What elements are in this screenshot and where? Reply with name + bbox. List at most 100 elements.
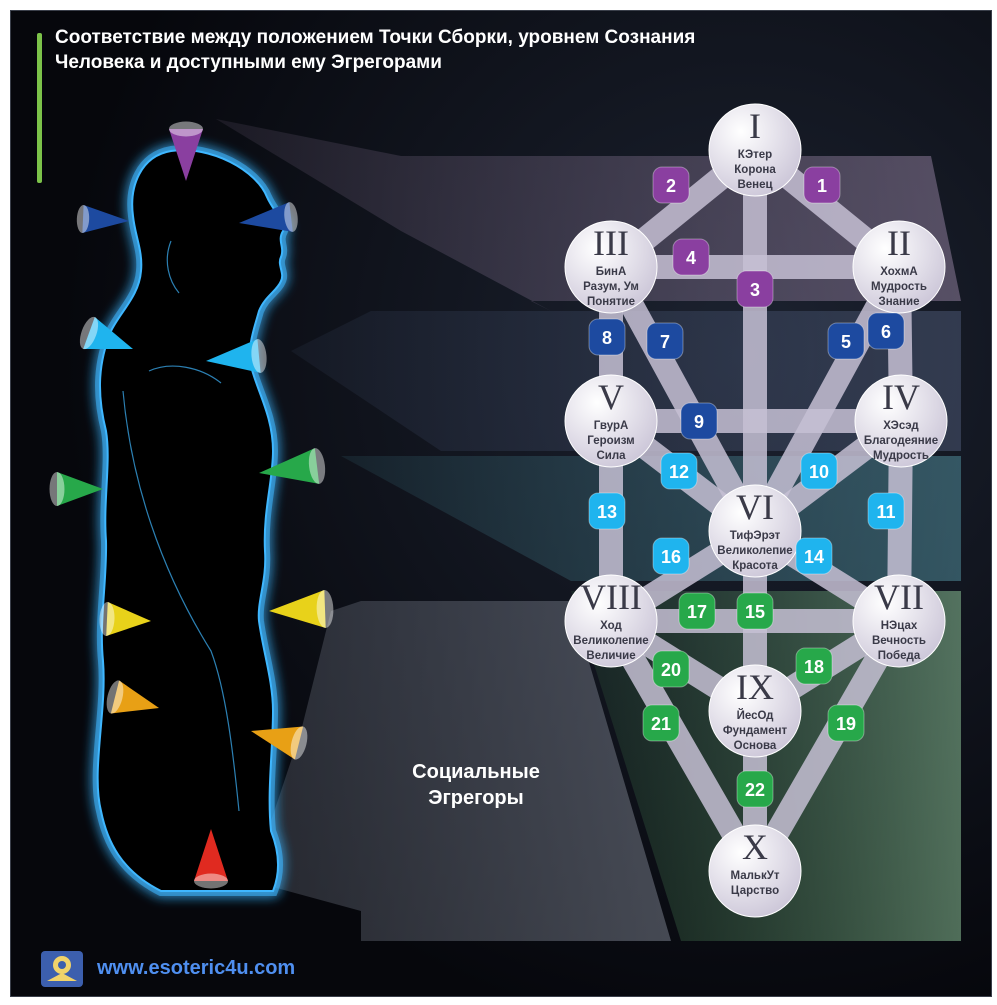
sephira-numeral: X [742,827,768,867]
badge-number: 5 [841,332,851,352]
sephira-text: Понятие [587,296,635,308]
badge-box [652,537,690,575]
badge-box [736,270,774,308]
path-badge-13: 13 [588,492,626,530]
path-badge-22: 22 [736,770,774,808]
sephira-disc [854,374,948,468]
badge-box [827,322,865,360]
sephira-text: Сила [596,450,626,462]
sephira-text: Великолепие [573,635,648,647]
sephira-disc [708,484,802,578]
sephira-text: Победа [878,650,921,662]
sephira-text: Корона [734,164,776,176]
cone-base [194,873,228,889]
path-badge-10: 10 [800,452,838,490]
body-detail-lines [148,240,222,384]
sephira-text: Величие [586,650,635,662]
sephira-text: КЭтер [738,149,772,161]
cone-base [79,316,99,350]
title-line-1: Соответствие между положением Точки Сбор… [55,27,696,48]
badge-number: 16 [661,547,681,567]
sephira-numeral: IX [736,667,774,707]
sephira-disc [852,574,946,668]
badge-box [652,650,690,688]
badge-number: 3 [750,280,760,300]
sacral-back-cone [106,680,159,714]
sephira-disc [708,664,802,758]
path-badge-4: 4 [672,238,710,276]
cone-base [308,448,326,484]
cone-base [49,472,65,506]
badge-number: 19 [836,714,856,734]
arm-outline [122,390,240,812]
cone-base [169,121,203,137]
path-badge-21: 21 [642,704,680,742]
heart-back-cone [49,472,103,506]
badge-number: 9 [694,412,704,432]
sephira-disc [564,574,658,668]
badge-number: 20 [661,660,681,680]
badge-box [588,318,626,356]
sephira-numeral: I [749,106,761,146]
path-badge-19: 19 [827,704,865,742]
sephira-text: НЭцах [881,620,918,632]
badge-box [867,492,905,530]
sephira-text: ЙесОд [737,709,775,722]
sephira-numeral: VIII [580,577,642,617]
social-egregors-label: Социальные Эгрегоры [391,759,561,811]
path-badge-1: 1 [803,166,841,204]
crown-cone [169,121,203,181]
sephira-numeral: III [593,223,629,263]
website-link[interactable]: www.esoteric4u.com [97,957,296,979]
heart-front-cone [259,448,326,484]
sephira-text: Ход [600,620,622,632]
badge-number: 11 [876,502,895,522]
badge-box [795,647,833,685]
sephira-disc [708,103,802,197]
social-label-line-1: Социальные [412,761,540,783]
throat-front-cone [206,339,267,373]
path-badge-14: 14 [795,537,833,575]
path-badge-3: 3 [736,270,774,308]
path-badge-18: 18 [795,647,833,685]
cone-body [194,829,228,881]
badge-number: 12 [669,462,689,482]
path-badge-7: 7 [646,322,684,360]
sephira-text: БинА [596,266,627,278]
path-badge-2: 2 [652,166,690,204]
sacral-front-cone [251,726,308,760]
solar-front-cone [269,590,334,628]
sephira-text: МалькУт [730,870,779,882]
root-cone [194,829,228,889]
sephira-text: Венец [737,179,772,191]
badge-box [646,322,684,360]
badge-number: 22 [745,780,765,800]
sephira-text: ГвурА [594,420,629,432]
badge-box [680,402,718,440]
badge-number: 2 [666,176,676,196]
sephira-numeral: V [598,377,624,417]
path-badge-11: 11 [867,492,905,530]
badge-number: 18 [804,657,824,677]
sephira-text: Красота [732,560,778,572]
badge-box [642,704,680,742]
badge-number: 14 [804,547,824,567]
sephira-text: ТифЭрэт [730,530,781,542]
sephira-numeral: VII [874,577,924,617]
page-title: Соответствие между положением Точки Сбор… [55,25,835,75]
cone-body [106,602,151,636]
sephira-numeral: IV [882,377,920,417]
tree-path-III-VI [599,255,767,543]
head-back-cone [76,205,129,233]
cone-body [259,448,320,484]
cone-body [110,680,159,714]
